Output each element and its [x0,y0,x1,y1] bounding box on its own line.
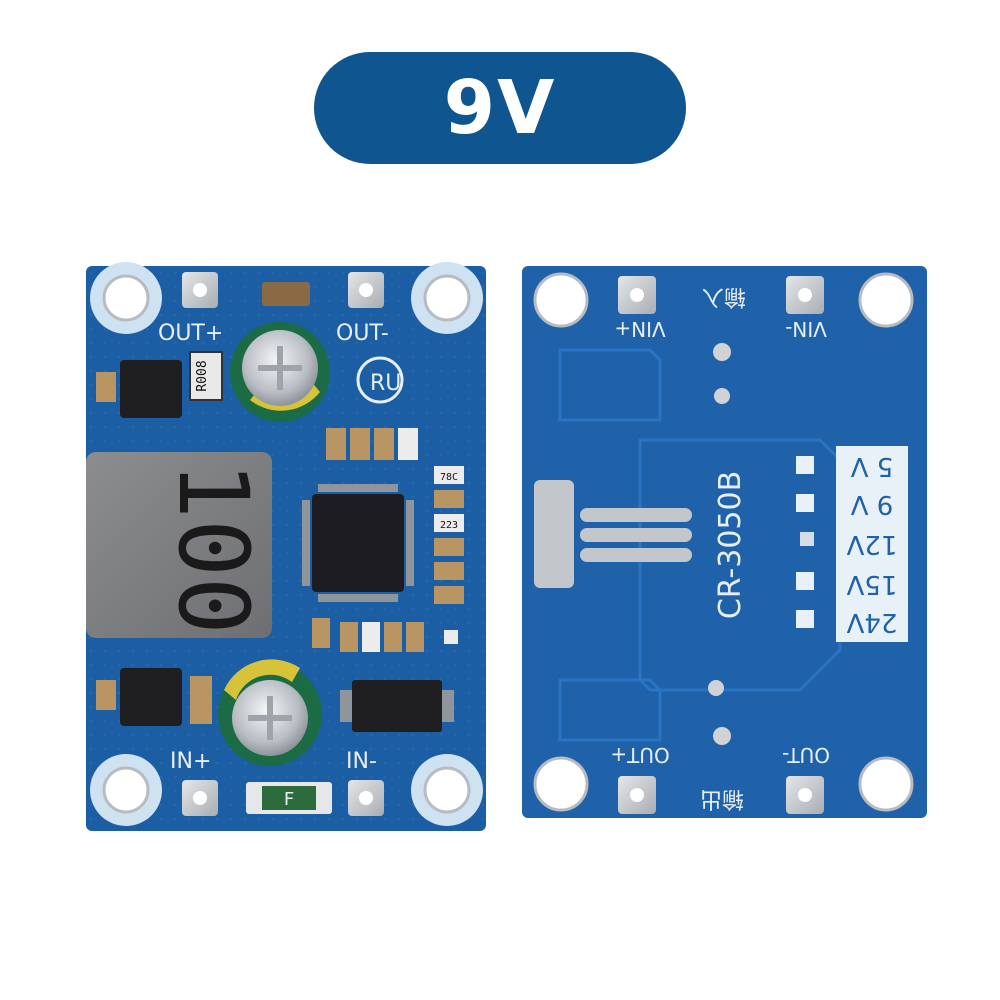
smd-component-icon [312,618,424,652]
voltage-option-15v: 15V [846,569,897,599]
back-out-minus-label: OUT- [782,743,830,767]
mounting-hole-icon [533,272,589,328]
back-out-plus-label: OUT+ [610,743,669,767]
voltage-badge-label: 9V [443,65,557,151]
output-cn-label: 输出 [700,786,744,811]
jumper-pad-15v [796,572,814,590]
diode-icon [340,680,454,732]
resistor-icon [189,351,223,401]
mounting-hole-icon [858,272,914,328]
inductor-icon: 100 [86,452,272,638]
mounting-hole-icon [90,754,162,826]
model-label: CR-3050B [713,471,748,619]
solder-pad-icon [182,780,218,816]
solder-pad-icon [182,272,218,308]
svg-text:RU: RU [370,371,401,396]
in-minus-label: IN- [346,749,377,774]
mounting-hole-icon [411,754,483,826]
mounting-hole-icon [411,262,483,334]
smd-label-a: 78C [440,472,458,483]
vin-plus-label: VIN+ [614,317,665,341]
voltage-badge: 9V [314,52,686,164]
mounting-hole-icon [533,756,589,812]
via-icon [713,727,731,745]
jumper-pad-24v [796,610,814,628]
solder-pad-icon [348,272,384,308]
solder-pad-icon [618,776,656,814]
thermal-pad-icon [534,480,692,588]
in-plus-label: IN+ [170,749,211,774]
mounting-hole-icon [90,262,162,334]
mounting-hole-icon [858,756,914,812]
electrolytic-capacitor-icon [230,322,330,422]
out-minus-label: OUT- [336,321,389,346]
capacitor-icon [262,282,310,306]
voltage-selector-table: 5 V 9 V 12V 15V 24V [796,446,908,642]
solder-pad-icon [786,276,824,314]
jumper-pad-9v [796,494,814,512]
resistor-label: R008 [195,360,210,391]
fuse-icon: F [246,782,332,814]
voltage-option-9v: 9 V [850,489,893,519]
inductor-label: 100 [157,461,269,634]
ic-chip-icon [120,668,182,726]
electrolytic-capacitor-icon [218,659,322,766]
certification-mark-icon: RU [356,356,404,404]
smd-component-icon [326,428,418,460]
voltage-option-24v: 24V [846,607,897,637]
solder-pad-icon [348,780,384,816]
back-board: VIN+ VIN- 输入 OUT+ OUT- 输出 CR-3050B [522,266,927,818]
via-icon [708,680,724,696]
out-plus-label: OUT+ [158,321,223,346]
via-icon [713,343,731,361]
fuse-label: F [284,789,294,810]
jumper-pad-5v [796,456,814,474]
voltage-option-5v: 5 V [850,451,893,481]
jumper-pad-12v [800,532,814,546]
solder-pad-icon [786,776,824,814]
voltage-option-12v: 12V [846,529,897,559]
front-board: OUT+ OUT- R008 RU [86,262,486,831]
via-icon [714,388,730,404]
controller-ic-icon [302,484,414,602]
smd-label-b: 223 [440,520,458,531]
solder-pad-icon [618,276,656,314]
input-cn-label: 输入 [702,284,746,309]
ic-chip-icon [120,360,182,418]
vin-minus-label: VIN- [785,317,827,341]
smd-component-column-icon: 78C 223 [434,466,464,644]
